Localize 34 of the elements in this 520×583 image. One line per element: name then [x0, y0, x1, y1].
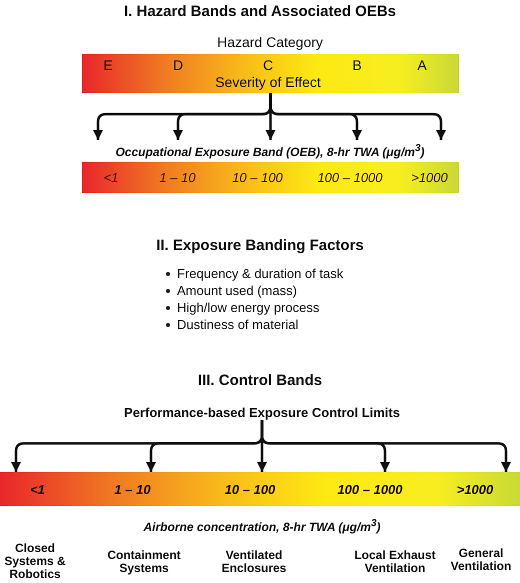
range-value: >1000	[430, 472, 520, 506]
range-value: 100 – 1000	[310, 472, 430, 506]
band-heading: Hazard Category	[217, 34, 323, 50]
bullet-text: Amount used (mass)	[177, 283, 297, 298]
control-method: Ventilated Enclosures	[220, 549, 288, 575]
range-value: 10 – 100	[215, 162, 300, 193]
range-value: <1	[82, 162, 140, 193]
bullet-text: Dustiness of material	[177, 317, 298, 332]
section-title: III. Control Bands	[198, 372, 322, 389]
control-method: Closed Systems & Robotics	[3, 542, 67, 581]
bullet-text: Frequency & duration of task	[177, 266, 344, 281]
control-method: Local Exhaust Ventilation	[353, 549, 437, 575]
range-value: 1 – 10	[75, 472, 190, 506]
range-value: 100 – 1000	[300, 162, 400, 193]
range-value: <1	[0, 472, 75, 506]
arrow	[269, 93, 446, 140]
range-value: >1000	[400, 162, 459, 193]
category-letter: C	[262, 57, 274, 73]
band-caption: Severity of Effect	[215, 74, 321, 90]
category-letter: D	[172, 57, 184, 73]
band-heading: Occupational Exposure Band (OEB), 8-hr TWA (μg/m$^{3}$)	[115, 143, 425, 159]
category-letter: E	[103, 57, 113, 73]
control-method: General Ventilation	[450, 547, 512, 573]
arrow	[260, 420, 511, 472]
section-title: II. Exposure Banding Factors	[156, 237, 364, 254]
section-title: I. Hazard Bands and Associated OEBs	[124, 3, 396, 20]
range-value: 1 – 10	[140, 162, 215, 193]
control-method: Containment Systems	[106, 549, 182, 575]
band-heading: Airborne concentration, 8-hr TWA (μg/m$^{3}$)	[143, 518, 381, 534]
category-letter: A	[417, 57, 427, 73]
diagram-heading: Performance-based Exposure Control Limits	[124, 405, 400, 420]
range-value: 10 – 100	[190, 472, 310, 506]
bullet-text: High/low energy process	[177, 300, 320, 315]
category-letter: B	[352, 57, 362, 73]
